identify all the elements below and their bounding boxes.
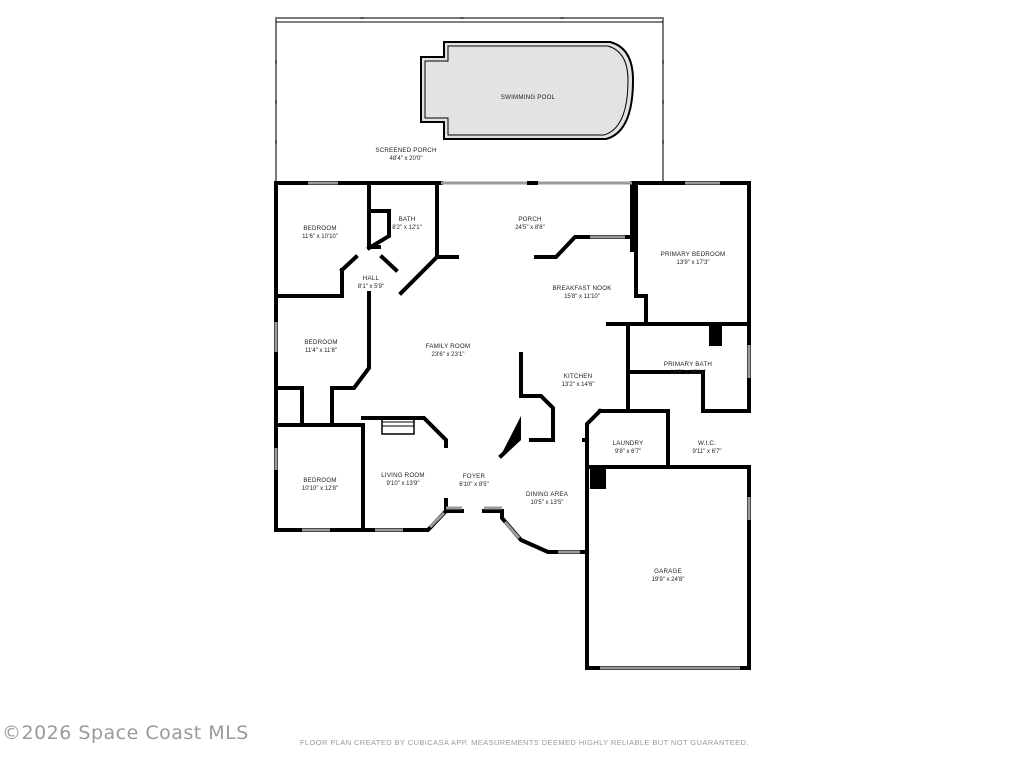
dim-screened-porch: 48'4" x 20'0" [390, 156, 423, 162]
dim-primary-bedroom: 13'9" x 17'3" [677, 260, 710, 266]
label-screened-porch: SCREENED PORCH [375, 147, 436, 154]
label-breakfast-nook: BREAKFAST NOOK [552, 285, 612, 292]
room-labels: SCREENED PORCH 48'4" x 20'0" SWIMMING PO… [302, 94, 725, 583]
watermark-text: ©2026 Space Coast MLS [2, 722, 249, 744]
label-bedroom-1: BEDROOM [303, 225, 336, 232]
dim-bedroom-1: 11'6" x 10'10" [302, 234, 338, 240]
label-kitchen: KITCHEN [564, 373, 593, 380]
dim-breakfast-nook: 15'8" x 11'10" [564, 294, 600, 300]
interior-walls [274, 181, 751, 532]
dim-hall: 8'1" x 5'9" [358, 284, 384, 290]
label-primary-bath: PRIMARY BATH [664, 361, 712, 368]
dim-living-room: 9'10" x 13'9" [387, 481, 420, 487]
dim-kitchen: 13'2" x 14'6" [562, 382, 595, 388]
dim-bath: 8'2" x 12'1" [392, 225, 422, 231]
label-bath: BATH [399, 216, 416, 223]
dim-laundry: 9'8" x 6'7" [615, 449, 641, 455]
label-porch: PORCH [518, 216, 541, 223]
label-hall: HALL [363, 275, 380, 282]
label-bedroom-2: BEDROOM [304, 339, 337, 346]
label-primary-bedroom: PRIMARY BEDROOM [661, 251, 726, 258]
dim-garage: 19'9" x 24'8" [652, 577, 685, 583]
dim-primary-bath: 14'8" x 10'11" [670, 370, 706, 376]
fixtures [381, 324, 722, 489]
screened-porch-enclosure [275, 17, 664, 183]
label-bedroom-3: BEDROOM [303, 477, 336, 484]
label-garage: GARAGE [654, 568, 682, 575]
label-foyer: FOYER [463, 473, 486, 480]
dim-wic: 9'11" x 6'7" [692, 449, 721, 455]
dim-bedroom-2: 11'4" x 11'8" [305, 348, 337, 354]
dim-foyer: 6'10" x 8'5" [459, 482, 489, 488]
dim-bedroom-3: 10'10" x 12'8" [302, 486, 338, 492]
windows [274, 181, 751, 670]
label-living-room: LIVING ROOM [381, 472, 424, 479]
dim-dining-area: 10'5" x 13'5" [531, 500, 564, 506]
disclaimer-text: FLOOR PLAN CREATED BY CUBICASA APP. MEAS… [300, 738, 749, 747]
dim-porch: 24'5" x 8'8" [515, 225, 545, 231]
label-dining-area: DINING AREA [526, 491, 569, 498]
label-wic: W.I.C. [698, 440, 716, 447]
label-laundry: LAUNDRY [613, 440, 644, 447]
label-swimming-pool: SWIMMING POOL [501, 94, 556, 101]
label-family-room: FAMILY ROOM [426, 343, 471, 350]
swimming-pool-shape [420, 41, 635, 140]
dim-family-room: 23'6" x 23'1" [432, 352, 465, 358]
